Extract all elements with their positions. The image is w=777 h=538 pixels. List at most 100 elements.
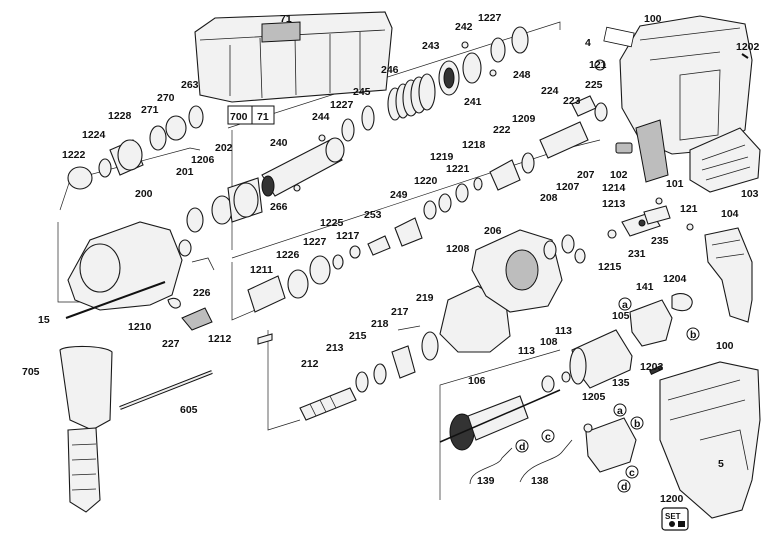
label-4: 4 <box>585 37 591 49</box>
depth-stop-rod <box>119 370 213 410</box>
label-103: 103 <box>741 188 759 200</box>
label-1219: 1219 <box>430 151 454 163</box>
label-208: 208 <box>540 192 558 204</box>
label-1211: 1211 <box>250 264 273 276</box>
handle-cover <box>704 227 753 323</box>
label-271: 271 <box>141 104 159 116</box>
drive-shaft-components <box>247 95 608 345</box>
label-1200: 1200 <box>660 493 684 505</box>
label-227: 227 <box>162 338 180 350</box>
label-15: 15 <box>38 314 50 326</box>
label-113a: 113 <box>555 325 572 337</box>
label-242: 242 <box>455 21 473 33</box>
label-1215: 1215 <box>598 261 622 273</box>
label-215: 215 <box>349 330 367 342</box>
label-705: 705 <box>22 366 40 378</box>
label-225: 225 <box>585 79 603 91</box>
label-241: 241 <box>464 96 482 108</box>
set-badge-text: SET <box>665 512 681 521</box>
label-101: 101 <box>666 178 684 190</box>
label-222: 222 <box>493 124 511 136</box>
label-263: 263 <box>181 79 199 91</box>
label-605: 605 <box>180 404 198 416</box>
label-102: 102 <box>610 169 628 181</box>
label-246: 246 <box>381 64 399 76</box>
label-1207: 1207 <box>556 181 580 193</box>
label-253: 253 <box>364 209 382 221</box>
callout-c-lower: c <box>629 467 635 479</box>
label-1224: 1224 <box>82 129 106 141</box>
label-223: 223 <box>563 95 581 107</box>
callout-a-upper: a <box>622 299 628 311</box>
label-270: 270 <box>157 92 175 104</box>
label-235: 235 <box>651 235 669 247</box>
label-1206: 1206 <box>191 154 215 166</box>
label-139: 139 <box>477 475 495 487</box>
gear-housing <box>65 221 215 331</box>
part-labels: 71 700 71 242 1227 243 248 241 246 245 1… <box>22 12 760 505</box>
label-1213: 1213 <box>602 198 626 210</box>
label-202: 202 <box>215 142 233 154</box>
label-231: 231 <box>628 248 646 260</box>
callout-d-cable: d <box>519 441 525 453</box>
label-213: 213 <box>326 342 344 354</box>
label-1221: 1221 <box>446 163 470 175</box>
label-1217: 1217 <box>336 230 360 242</box>
label-121: 121 <box>589 59 607 71</box>
intermediate-flange <box>439 229 586 353</box>
stator <box>569 329 633 389</box>
label-1205: 1205 <box>582 391 606 403</box>
label-1218: 1218 <box>462 139 486 151</box>
chuck-nose-parts <box>67 105 263 233</box>
callouts: a b d c a b c d <box>515 297 700 493</box>
label-244: 244 <box>312 111 330 123</box>
label-135: 135 <box>612 377 630 389</box>
label-212: 212 <box>301 358 319 370</box>
label-1227c: 1227 <box>303 236 327 248</box>
label-5: 5 <box>718 458 724 470</box>
wire-cables <box>469 439 573 485</box>
label-206: 206 <box>484 225 502 237</box>
callout-b-lower: b <box>634 418 640 430</box>
brush-holder-upper <box>629 293 693 347</box>
carrying-case <box>194 11 393 125</box>
label-105: 105 <box>612 310 630 322</box>
label-207: 207 <box>577 169 595 181</box>
label-121b: 121 <box>680 203 698 215</box>
label-224: 224 <box>541 85 559 97</box>
label-138: 138 <box>531 475 549 487</box>
label-1202: 1202 <box>736 41 760 53</box>
label-1225: 1225 <box>320 217 344 229</box>
label-226: 226 <box>193 287 211 299</box>
main-housing-body <box>649 361 761 519</box>
spring-assembly <box>341 73 436 142</box>
label-1227b: 1227 <box>330 99 354 111</box>
callout-a-lower: a <box>617 405 623 417</box>
label-700: 700 <box>230 111 248 123</box>
label-1203: 1203 <box>640 361 664 373</box>
gear-set-upper <box>438 26 529 96</box>
label-1204: 1204 <box>663 273 687 285</box>
label-1226: 1226 <box>276 249 300 261</box>
label-1228: 1228 <box>108 110 132 122</box>
label-249: 249 <box>390 189 408 201</box>
callout-c-cable: c <box>545 431 551 443</box>
label-240: 240 <box>270 137 288 149</box>
label-1208: 1208 <box>446 243 470 255</box>
spindle-tube <box>261 134 345 197</box>
armature <box>439 371 571 451</box>
label-243: 243 <box>422 40 440 52</box>
callout-d-lower: d <box>621 481 627 493</box>
label-1214: 1214 <box>602 182 626 194</box>
label-113b: 113 <box>518 345 535 357</box>
callout-b-upper: b <box>690 329 696 341</box>
label-1212: 1212 <box>208 333 232 345</box>
label-1222: 1222 <box>62 149 86 161</box>
label-104: 104 <box>721 208 739 220</box>
label-218: 218 <box>371 318 389 330</box>
label-108: 108 <box>540 336 558 348</box>
switch-components <box>607 197 694 239</box>
label-1227a: 1227 <box>478 12 502 24</box>
label-201: 201 <box>176 166 194 178</box>
